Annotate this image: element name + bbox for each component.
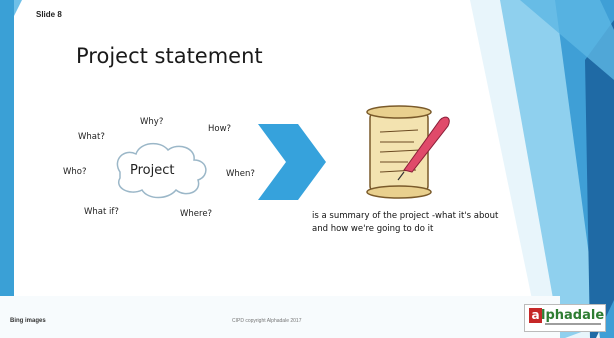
logo-text: lphadale — [541, 308, 605, 323]
summary-text: is a summary of the project -what it's a… — [312, 211, 499, 234]
scroll-quill-icon — [366, 105, 450, 199]
logo-letter: a — [529, 308, 542, 323]
question-who: Who? — [63, 167, 87, 177]
footer-copyright: CIPD copyright Alphadale 2017 — [232, 318, 302, 324]
left-accent-triangle — [14, 0, 22, 16]
alphadale-logo: a lphadale — [524, 304, 606, 332]
question-where: Where? — [180, 209, 213, 219]
logo-underline — [545, 323, 601, 325]
question-when: When? — [226, 169, 255, 179]
footer-source: Bing images — [10, 318, 46, 324]
footer-band — [0, 296, 560, 338]
project-cloud-label: Project — [130, 163, 175, 178]
right-panel-dark — [585, 20, 614, 338]
cloud-shape — [116, 142, 207, 199]
slide-title: Project statement — [76, 44, 263, 68]
question-what-if: What if? — [84, 207, 119, 217]
chevron-arrow-icon — [258, 124, 326, 200]
right-panel-top — [520, 0, 614, 80]
question-what: What? — [78, 132, 105, 142]
question-why: Why? — [140, 117, 164, 127]
slide-number: Slide 8 — [36, 10, 62, 19]
question-how: How? — [208, 124, 232, 134]
left-accent-bar — [0, 0, 14, 338]
